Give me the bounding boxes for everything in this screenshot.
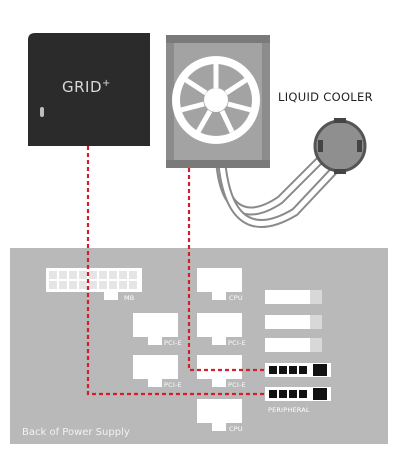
grid-module-label: GRID+ bbox=[62, 78, 111, 96]
pump-icon bbox=[313, 118, 367, 174]
grid-brand: GRID bbox=[62, 78, 103, 96]
cpu-bottom-label: CPU bbox=[229, 425, 243, 433]
liquid-cooler-label: LIQUID COOLER bbox=[278, 90, 373, 104]
pcie-1-label: PCI-E bbox=[164, 339, 182, 347]
cooler-tubes bbox=[215, 145, 347, 228]
cpu-port-bottom bbox=[197, 399, 242, 431]
peripheral-label: PERIPHERAL bbox=[268, 406, 310, 414]
grid-led-icon bbox=[40, 107, 44, 117]
mb-label: MB bbox=[124, 294, 135, 302]
fan-icon bbox=[172, 56, 260, 144]
peripheral-port-active-2 bbox=[265, 387, 331, 401]
peripheral-port-2 bbox=[265, 315, 322, 329]
pcie-port-2 bbox=[197, 313, 242, 345]
cpu-top-label: CPU bbox=[229, 294, 243, 302]
pcie-4-label: PCI-E bbox=[228, 381, 246, 389]
pcie-3-label: PCI-E bbox=[164, 381, 182, 389]
peripheral-port-active-1 bbox=[265, 363, 331, 377]
psu-label: Back of Power Supply bbox=[22, 427, 130, 438]
cooler-to-peripheral-line bbox=[187, 168, 267, 372]
cpu-port-top bbox=[197, 268, 242, 300]
grid-module bbox=[28, 33, 150, 146]
mb-port bbox=[46, 268, 142, 300]
connection-lines bbox=[86, 146, 267, 396]
peripheral-port-3 bbox=[265, 338, 322, 352]
pcie-2-label: PCI-E bbox=[228, 339, 246, 347]
pcie-port-4 bbox=[197, 355, 242, 387]
psu-ports bbox=[46, 268, 331, 431]
pcie-port-3 bbox=[133, 355, 178, 387]
pcie-port-1 bbox=[133, 313, 178, 345]
grid-plus: + bbox=[102, 78, 111, 89]
grid-to-peripheral-line bbox=[86, 146, 267, 396]
peripheral-port-1 bbox=[265, 290, 322, 304]
